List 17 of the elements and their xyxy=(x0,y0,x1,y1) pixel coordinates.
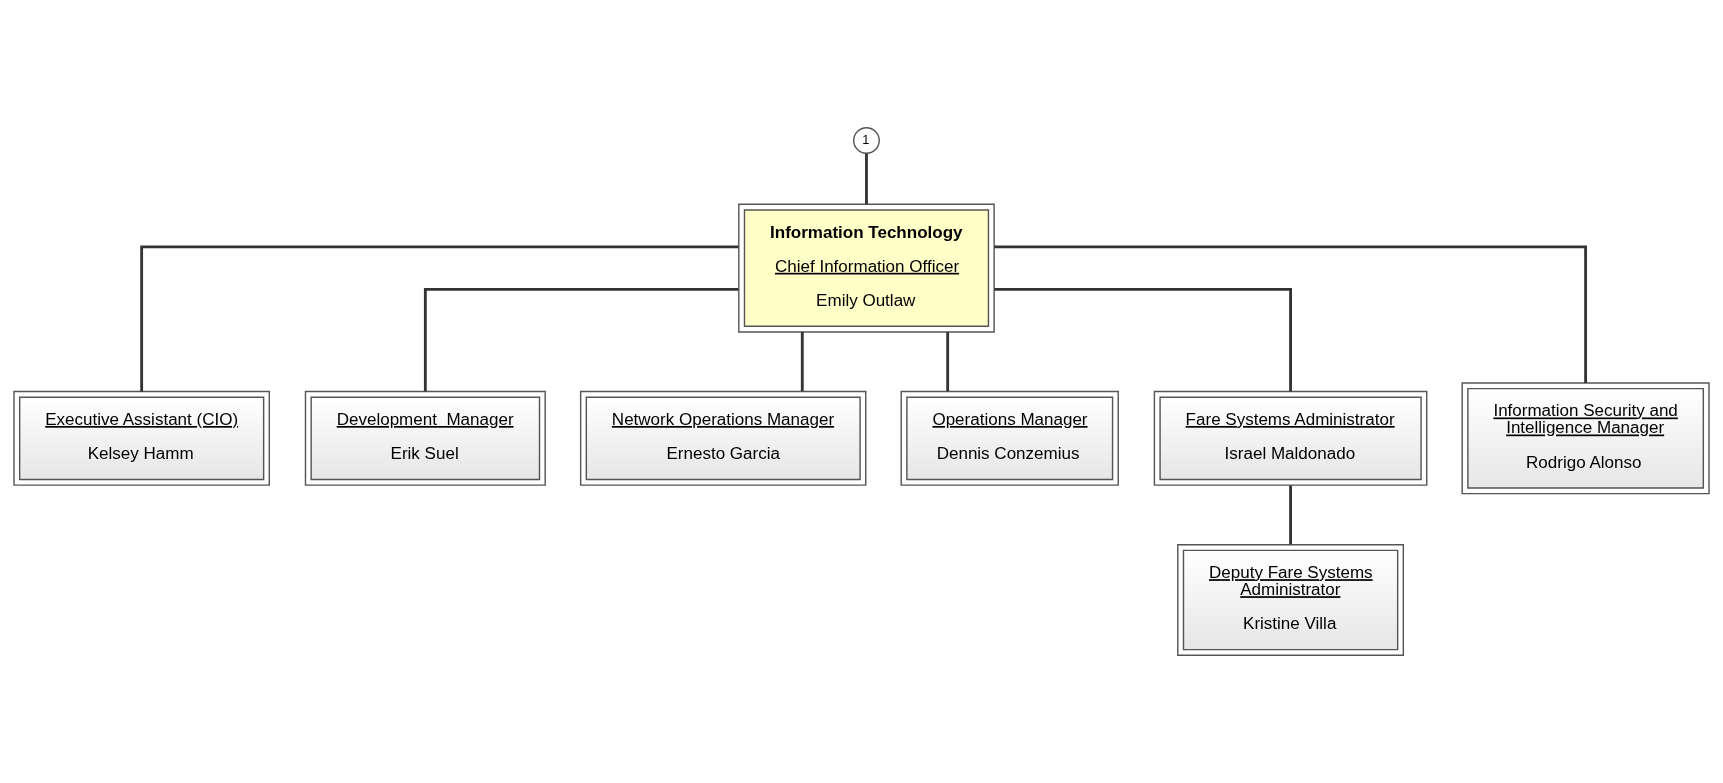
node-box: Deputy Fare Systems Administrator Kristine Villa xyxy=(1177,544,1405,657)
connector xyxy=(946,331,950,392)
node-box: Development Manager Erik Suel xyxy=(304,390,546,486)
connector xyxy=(140,245,739,392)
node-box: Executive Assistant (CIO) Kelsey Hamm xyxy=(13,390,270,486)
connector xyxy=(1289,485,1292,545)
connector xyxy=(800,331,804,392)
connector xyxy=(865,153,868,205)
node-box: Network Operations Manager Ernesto Garcia xyxy=(579,390,867,486)
node-box: Fare Systems Administrator Israel Maldonado xyxy=(1153,390,1428,486)
node-circle: 1 xyxy=(853,126,880,154)
connector xyxy=(994,287,1292,392)
connector xyxy=(994,245,1587,383)
connector xyxy=(423,287,739,392)
node-box: Operations Manager Dennis Conzemius xyxy=(900,390,1119,486)
node-box: Information Security and Intelligence Manager Rodrigo Alonso xyxy=(1461,382,1710,495)
node-box: Information Technology Chief Information Officer Emily Outlaw xyxy=(738,203,995,333)
